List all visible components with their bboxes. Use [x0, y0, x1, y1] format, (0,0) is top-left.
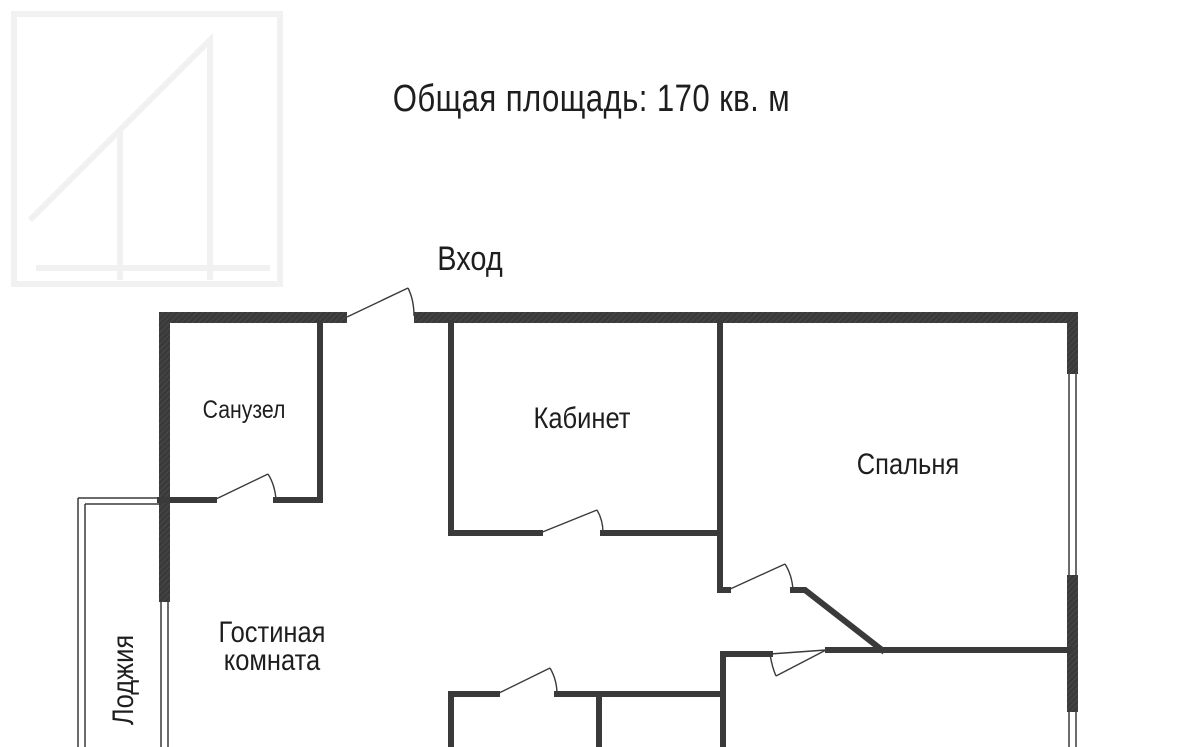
watermark-logo [11, 11, 283, 287]
walls [159, 312, 1078, 712]
label-bedroom: Спальня [857, 447, 959, 480]
door-closet [496, 667, 558, 695]
wall-right-middle [1067, 575, 1078, 712]
label-living-line1: Гостиная [219, 615, 326, 648]
label-bathroom: Санузел [203, 395, 286, 423]
wall-right-upper [1067, 312, 1078, 374]
label-study: Кабинет [534, 401, 631, 434]
wall-left-upper [159, 312, 170, 602]
doors [213, 287, 827, 695]
wall-top-right [414, 312, 1078, 323]
page-title: Общая площадь: 170 кв. м [392, 78, 791, 120]
door-entrance [346, 287, 415, 318]
wall-lower-closet [448, 691, 500, 747]
door-lower-room [769, 649, 827, 677]
label-loggia: Лоджия [106, 635, 139, 725]
windows [77, 374, 1077, 747]
door-bathroom [213, 473, 277, 501]
wall-bathroom-right [273, 320, 323, 503]
label-living-line2: комната [224, 643, 321, 676]
wall-top-left [159, 312, 347, 323]
label-entrance: Вход [437, 239, 502, 278]
wall-lower-room-left [720, 651, 773, 747]
door-study [539, 509, 604, 534]
wall-diagonal [790, 587, 887, 655]
door-bedroom [727, 563, 794, 591]
wall-study-left [448, 320, 543, 536]
interior-walls [157, 320, 1073, 747]
